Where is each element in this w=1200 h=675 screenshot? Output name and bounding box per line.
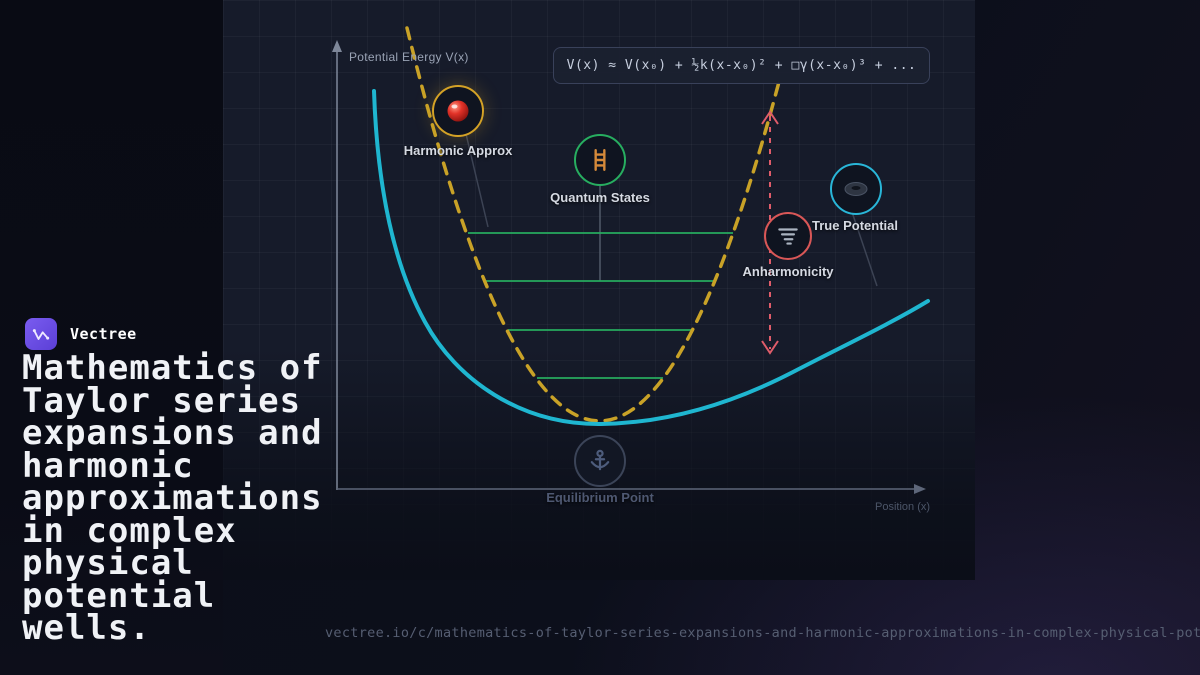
node-equilibrium-point: [574, 435, 626, 487]
node-quantum-states: [574, 134, 626, 186]
node-true-potential-label: True Potential: [812, 218, 898, 233]
headline-line: Mathematics of: [22, 348, 323, 388]
anchor-icon: [590, 449, 610, 471]
formula-text: V(x) ≈ V(x₀) + ½k(x-x₀)² + □γ(x-x₀)³ + .…: [566, 58, 917, 73]
vectree-logo-icon: [32, 329, 50, 340]
footer-url: vectree.io/c/mathematics-of-taylor-serie…: [325, 625, 1200, 641]
tornado-icon: [778, 228, 798, 245]
dark-ring-icon: [844, 182, 868, 196]
red-ball-icon: [447, 100, 469, 122]
node-anharmonicity-label: Anharmonicity: [742, 264, 834, 279]
node-quantum-states-label: Quantum States: [550, 190, 650, 205]
y-axis-label: Potential Energy V(x): [349, 50, 469, 64]
formula-box: V(x) ≈ V(x₀) + ½k(x-x₀)² + □γ(x-x₀)³ + .…: [553, 47, 930, 84]
brand: Vectree: [25, 318, 137, 350]
brand-logo: [25, 318, 57, 350]
headline-line: physical: [22, 543, 194, 583]
headline-line: wells.: [22, 608, 151, 648]
headline-line: Taylor series: [22, 380, 302, 421]
headline-line: approximations: [22, 478, 323, 518]
headline-line: harmonic: [22, 445, 194, 486]
node-harmonic-approx-label: Harmonic Approx: [403, 143, 513, 158]
x-axis-label: Position (x): [875, 501, 931, 513]
headline: Mathematics of Taylor series expansions …: [22, 348, 352, 648]
headline-line: expansions and: [22, 413, 323, 453]
node-anharmonicity: [764, 212, 812, 260]
node-equilibrium-point-label: Equilibrium Point: [546, 490, 654, 505]
brand-name: Vectree: [70, 325, 137, 343]
headline-line: potential: [22, 575, 216, 616]
ladder-icon: [594, 149, 606, 171]
node-harmonic-approx: [432, 85, 484, 137]
headline-line: in complex: [22, 510, 237, 551]
node-true-potential: [830, 163, 882, 215]
